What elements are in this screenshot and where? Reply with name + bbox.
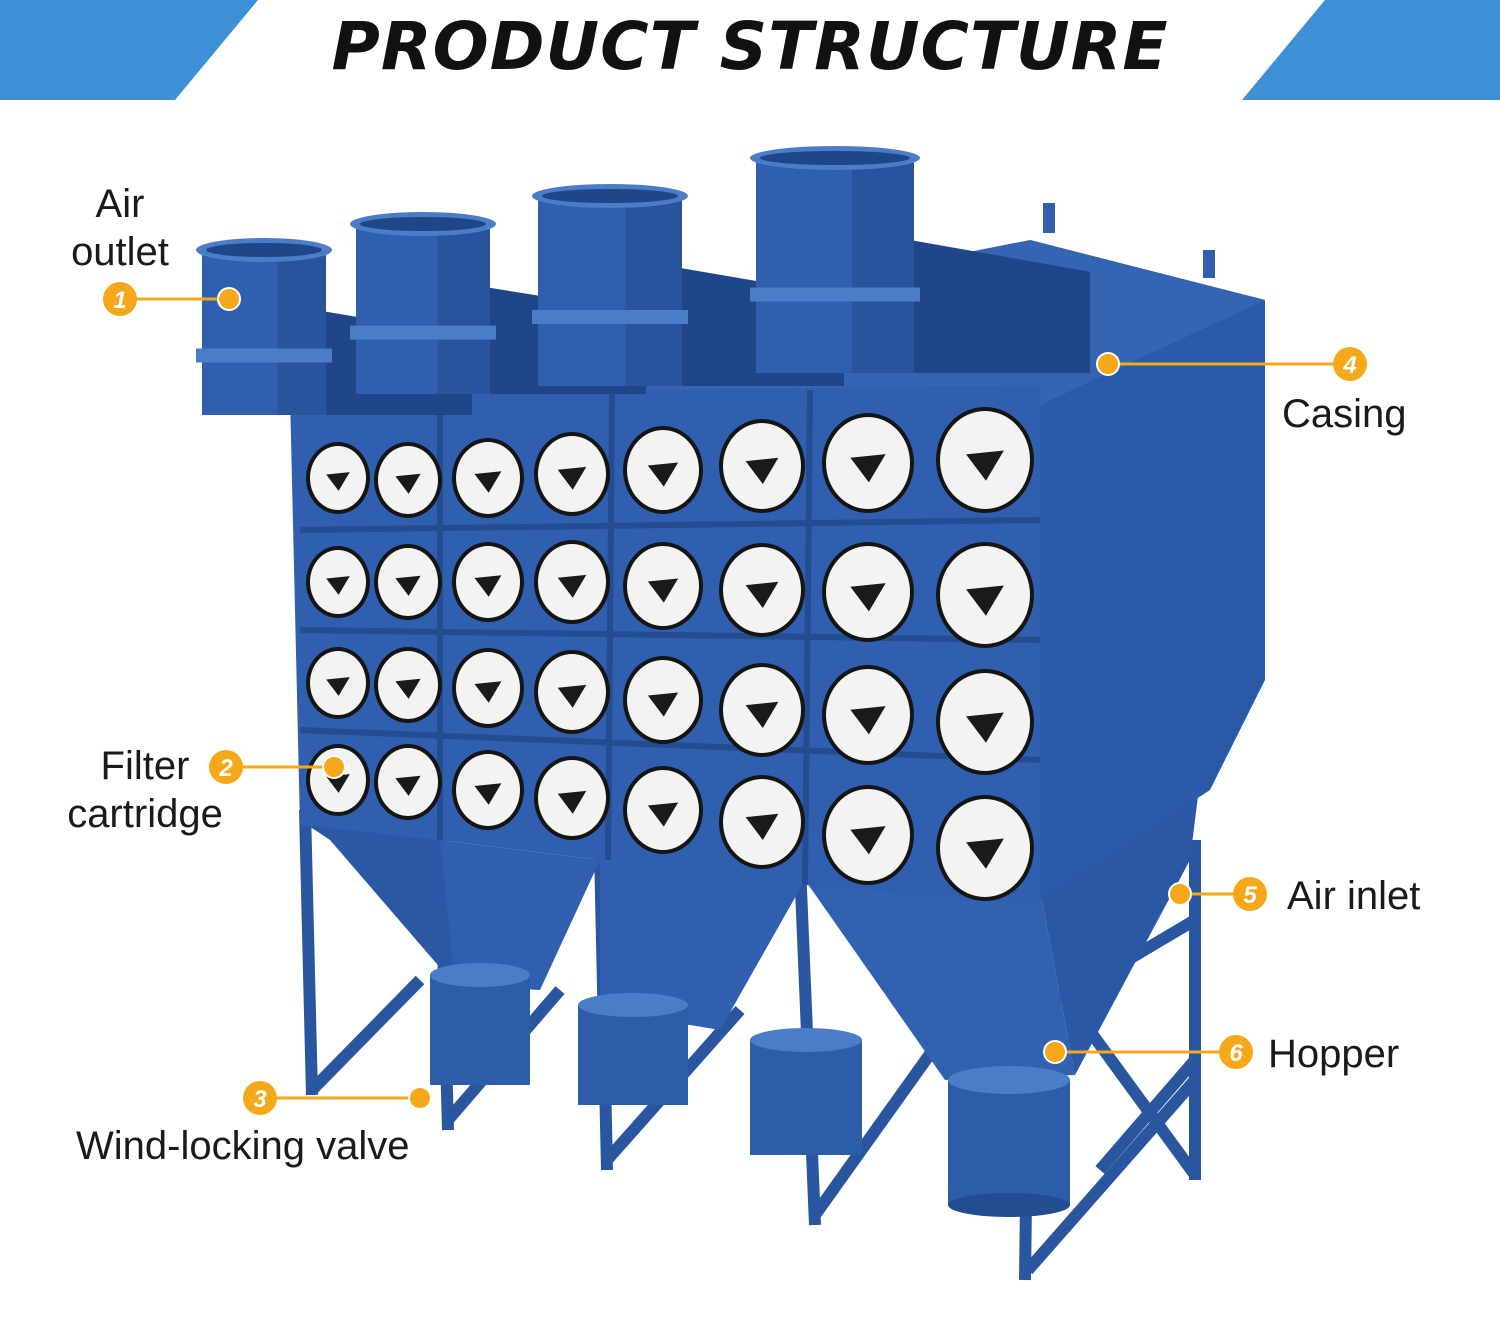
label-air-inlet-text: Air inlet: [1287, 874, 1421, 918]
filter-cartridge: [936, 407, 1034, 513]
filter-cartridge: [822, 413, 914, 513]
svg-text:6: 6: [1229, 1040, 1243, 1067]
filter-cartridge: [452, 438, 524, 518]
filter-cartridge: [306, 442, 370, 514]
filter-cartridge: [452, 648, 524, 728]
filter-cartridge: [306, 546, 370, 618]
filter-cartridge: [306, 744, 370, 816]
filter-cartridge: [822, 542, 914, 642]
filter-cartridge: [374, 544, 442, 620]
svg-text:2: 2: [218, 755, 233, 782]
filter-cartridge: [822, 665, 914, 765]
filter-cartridge: [822, 785, 914, 885]
filter-cartridge: [719, 663, 805, 757]
filter-cartridge: [623, 426, 703, 514]
filter-cartridge: [623, 766, 703, 854]
filter-cartridge: [534, 650, 610, 734]
label-wind-locking-valve: Wind-locking valve: [76, 1122, 409, 1170]
page-title: PRODUCT STRUCTURE: [331, 8, 1169, 85]
banner-stripe-left: [0, 0, 258, 100]
label-casing-text: Casing: [1282, 392, 1407, 436]
callout-badges: 1 2 3 4 5 6: [103, 282, 1367, 1115]
casing-side: [1030, 240, 1265, 900]
filter-cartridge: [623, 542, 703, 630]
air-outlets: [196, 146, 1090, 415]
filter-cartridge: [452, 750, 524, 830]
svg-text:4: 4: [1342, 352, 1356, 379]
filter-cartridge: [374, 647, 442, 723]
callout-badge-1: 1: [103, 282, 137, 316]
label-air-outlet-line-1: Air: [95, 182, 145, 226]
air-outlet-stack: [750, 146, 1090, 373]
air-outlet-stack: [532, 184, 844, 386]
callout-badge-3: 3: [243, 1081, 277, 1115]
label-air-inlet: Air inlet: [1287, 872, 1420, 920]
label-filter-cartridge-line-2: cartridge: [67, 792, 223, 836]
label-hopper-text: Hopper: [1268, 1032, 1400, 1076]
callout-lines: [120, 297, 1350, 1100]
filter-cartridge: [374, 442, 442, 518]
filter-cartridge: [534, 756, 610, 840]
filter-cartridge: [936, 542, 1034, 648]
callout-badge-2: 2: [209, 750, 243, 784]
label-filter-cartridge: Filter cartridge: [40, 742, 250, 838]
svg-text:5: 5: [1243, 882, 1257, 909]
banner-stripe-right: [1242, 0, 1500, 100]
filter-cartridge: [719, 419, 805, 513]
filter-cartridge: [719, 543, 805, 637]
filter-cartridge: [623, 656, 703, 744]
callout-badge-5: 5: [1233, 877, 1267, 911]
label-casing: Casing: [1282, 390, 1407, 438]
label-wind-locking-valve-text: Wind-locking valve: [76, 1124, 410, 1168]
label-air-outlet: Air outlet: [55, 180, 185, 276]
callout-badge-6: 6: [1219, 1035, 1253, 1069]
filter-cartridge: [936, 795, 1034, 901]
filter-cartridge: [936, 669, 1034, 775]
label-filter-cartridge-line-1: Filter: [100, 744, 190, 788]
filter-cartridges: [306, 407, 1034, 901]
filter-cartridge: [719, 775, 805, 869]
label-hopper: Hopper: [1268, 1030, 1399, 1078]
filter-cartridge: [534, 432, 610, 516]
callout-badge-4: 4: [1333, 347, 1367, 381]
callout-dots: [217, 287, 1192, 1110]
filter-cartridge: [306, 647, 370, 719]
filter-cartridge: [374, 744, 442, 820]
label-air-outlet-line-2: outlet: [71, 230, 169, 274]
filter-cartridge: [452, 542, 524, 622]
filter-cartridge: [534, 540, 610, 624]
svg-text:3: 3: [253, 1086, 267, 1113]
svg-text:1: 1: [113, 287, 126, 314]
